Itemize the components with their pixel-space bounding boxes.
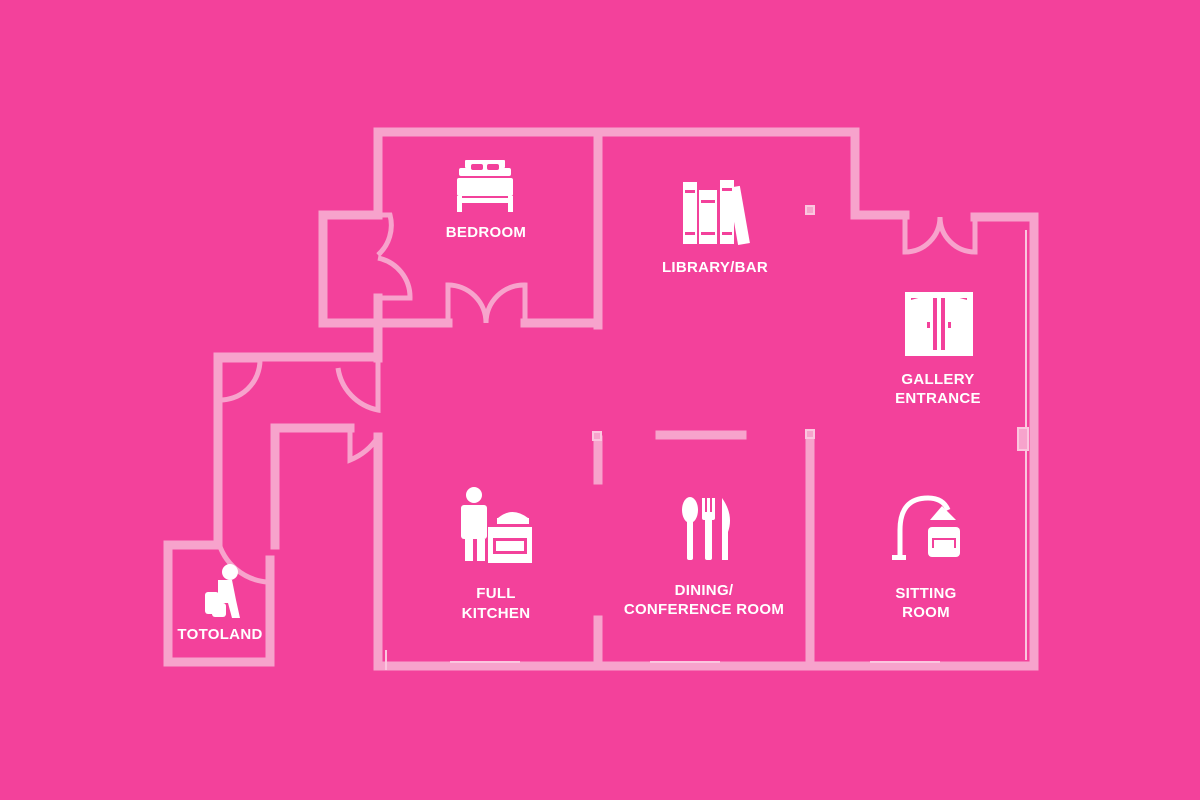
kitchen-label-line2: KITCHEN <box>462 605 531 622</box>
corridor-upper-door <box>217 357 263 403</box>
bedroom-label: BEDROOM <box>446 224 526 241</box>
sitting-label-line1: SITTING <box>895 585 956 602</box>
totoland-label: TOTOLAND <box>177 626 262 643</box>
lamp-armchair-icon <box>892 495 960 560</box>
gallery-door <box>902 216 978 255</box>
door-swings <box>215 212 978 585</box>
bed-icon <box>457 160 513 212</box>
kitchen-door <box>347 428 381 464</box>
closet-door <box>376 212 413 301</box>
dining-label-line2: CONFERENCE ROOM <box>624 601 784 618</box>
kitchen-label-line1: FULL <box>476 585 516 602</box>
books-icon <box>683 180 750 246</box>
bedroom-door <box>445 282 528 324</box>
sitting-label-line2: ROOM <box>902 604 950 621</box>
walls <box>163 127 1039 671</box>
library-label: LIBRARY/BAR <box>662 259 768 276</box>
chef-icon <box>461 487 532 563</box>
totoland-walls <box>163 540 275 667</box>
outer-wall-bottom <box>373 432 1039 671</box>
gallery-label-line1: GALLERY <box>901 371 974 388</box>
corridor-door <box>335 358 381 414</box>
cutlery-icon <box>682 497 730 560</box>
corridor-inner-wall <box>270 423 355 550</box>
outer-wall-top <box>373 127 910 220</box>
dining-label-line1: DINING/ <box>675 582 734 599</box>
closet-walls <box>318 210 383 328</box>
outer-wall-top-right <box>970 212 1039 671</box>
double-door-icon <box>905 292 973 356</box>
gallery-label-line2: ENTRANCE <box>895 390 981 407</box>
wall-details <box>385 205 1029 670</box>
toilet-icon <box>205 564 240 618</box>
